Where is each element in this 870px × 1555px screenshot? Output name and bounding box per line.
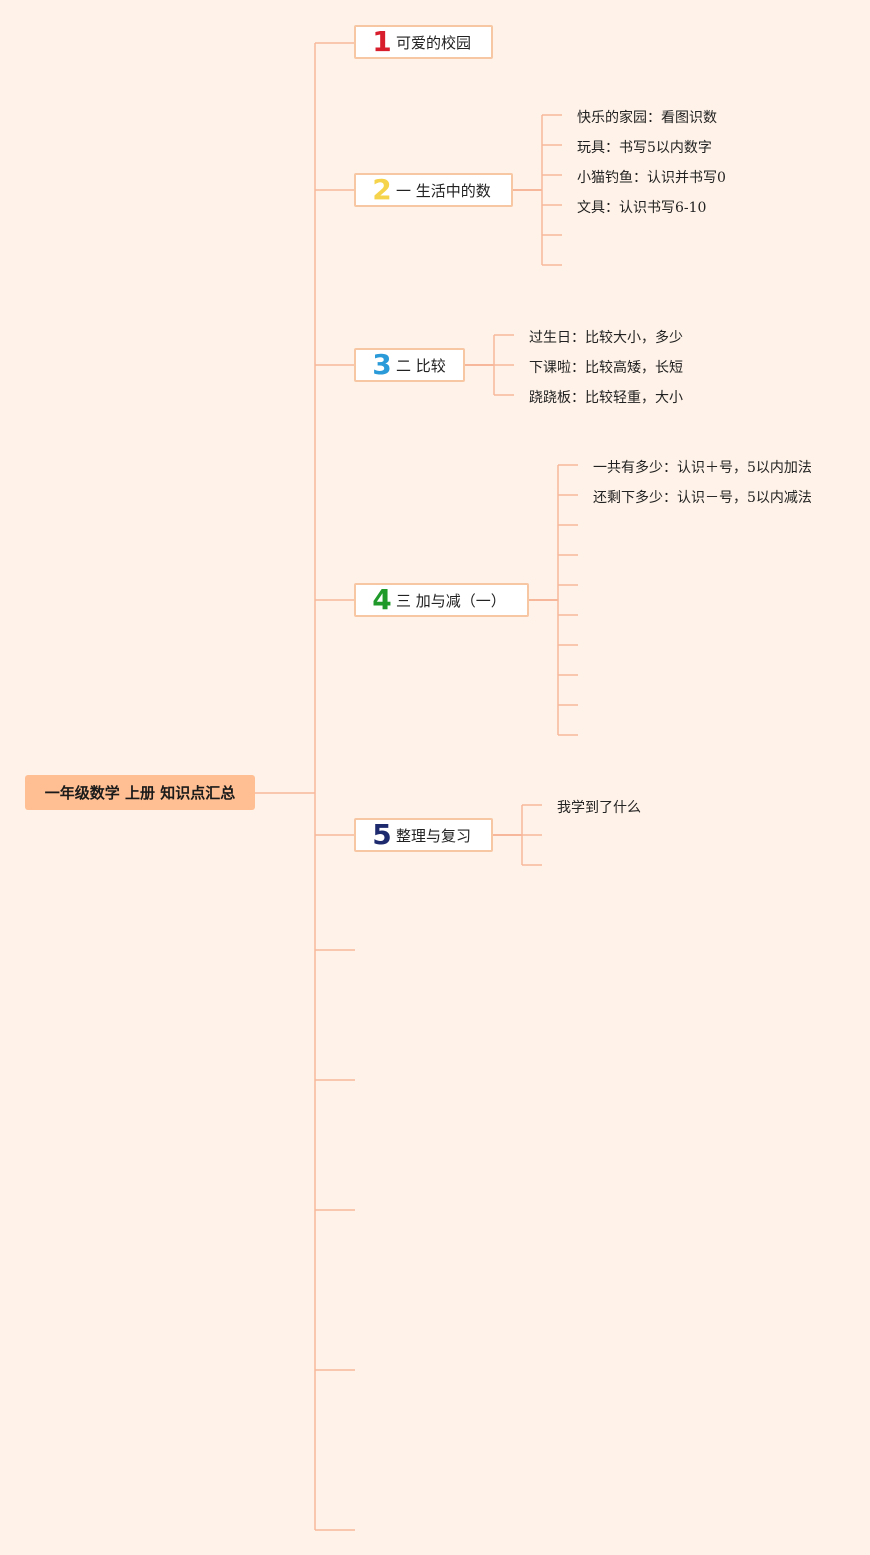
branch-5[interactable]: 5 整理与复习	[354, 818, 493, 852]
branch-4[interactable]: 4 三 加与减（一）	[354, 583, 529, 617]
branch-4-label: 三 加与减（一）	[396, 591, 506, 610]
branch-3-label: 二 比较	[396, 356, 446, 375]
leaf-2-3[interactable]: 小猫钓鱼：认识并书写0	[577, 170, 726, 186]
leaf-5-1[interactable]: 我学到了什么	[557, 800, 641, 816]
leaf-2-4[interactable]: 文具：认识书写6-10	[577, 200, 707, 216]
branch-1-label: 可爱的校园	[396, 33, 472, 52]
branch-2-label: 一 生活中的数	[396, 181, 491, 200]
number-1-badge: 1	[372, 25, 392, 58]
leaf-2-1[interactable]: 快乐的家园：看图识数	[577, 110, 717, 126]
branch-1[interactable]: 1 可爱的校园	[354, 25, 493, 59]
root-topic[interactable]: 一年级数学 上册 知识点汇总	[25, 775, 255, 810]
number-4-badge: 4	[372, 583, 392, 616]
number-3-badge: 3	[372, 348, 392, 381]
branch-3[interactable]: 3 二 比较	[354, 348, 465, 382]
leaf-4-2[interactable]: 还剩下多少：认识－号，5以内减法	[593, 490, 812, 506]
leaf-3-1[interactable]: 过生日：比较大小，多少	[529, 330, 683, 346]
leaf-2-2[interactable]: 玩具：书写5以内数字	[577, 140, 712, 156]
leaf-4-1[interactable]: 一共有多少：认识＋号，5以内加法	[593, 460, 812, 476]
branch-5-label: 整理与复习	[396, 826, 472, 845]
leaf-3-2[interactable]: 下课啦：比较高矮，长短	[529, 360, 683, 376]
leaf-3-3[interactable]: 跷跷板：比较轻重，大小	[529, 390, 683, 406]
branch-2[interactable]: 2 一 生活中的数	[354, 173, 513, 207]
root-topic-label: 一年级数学 上册 知识点汇总	[44, 784, 236, 802]
number-2-badge: 2	[372, 173, 392, 206]
number-5-badge: 5	[372, 818, 392, 851]
